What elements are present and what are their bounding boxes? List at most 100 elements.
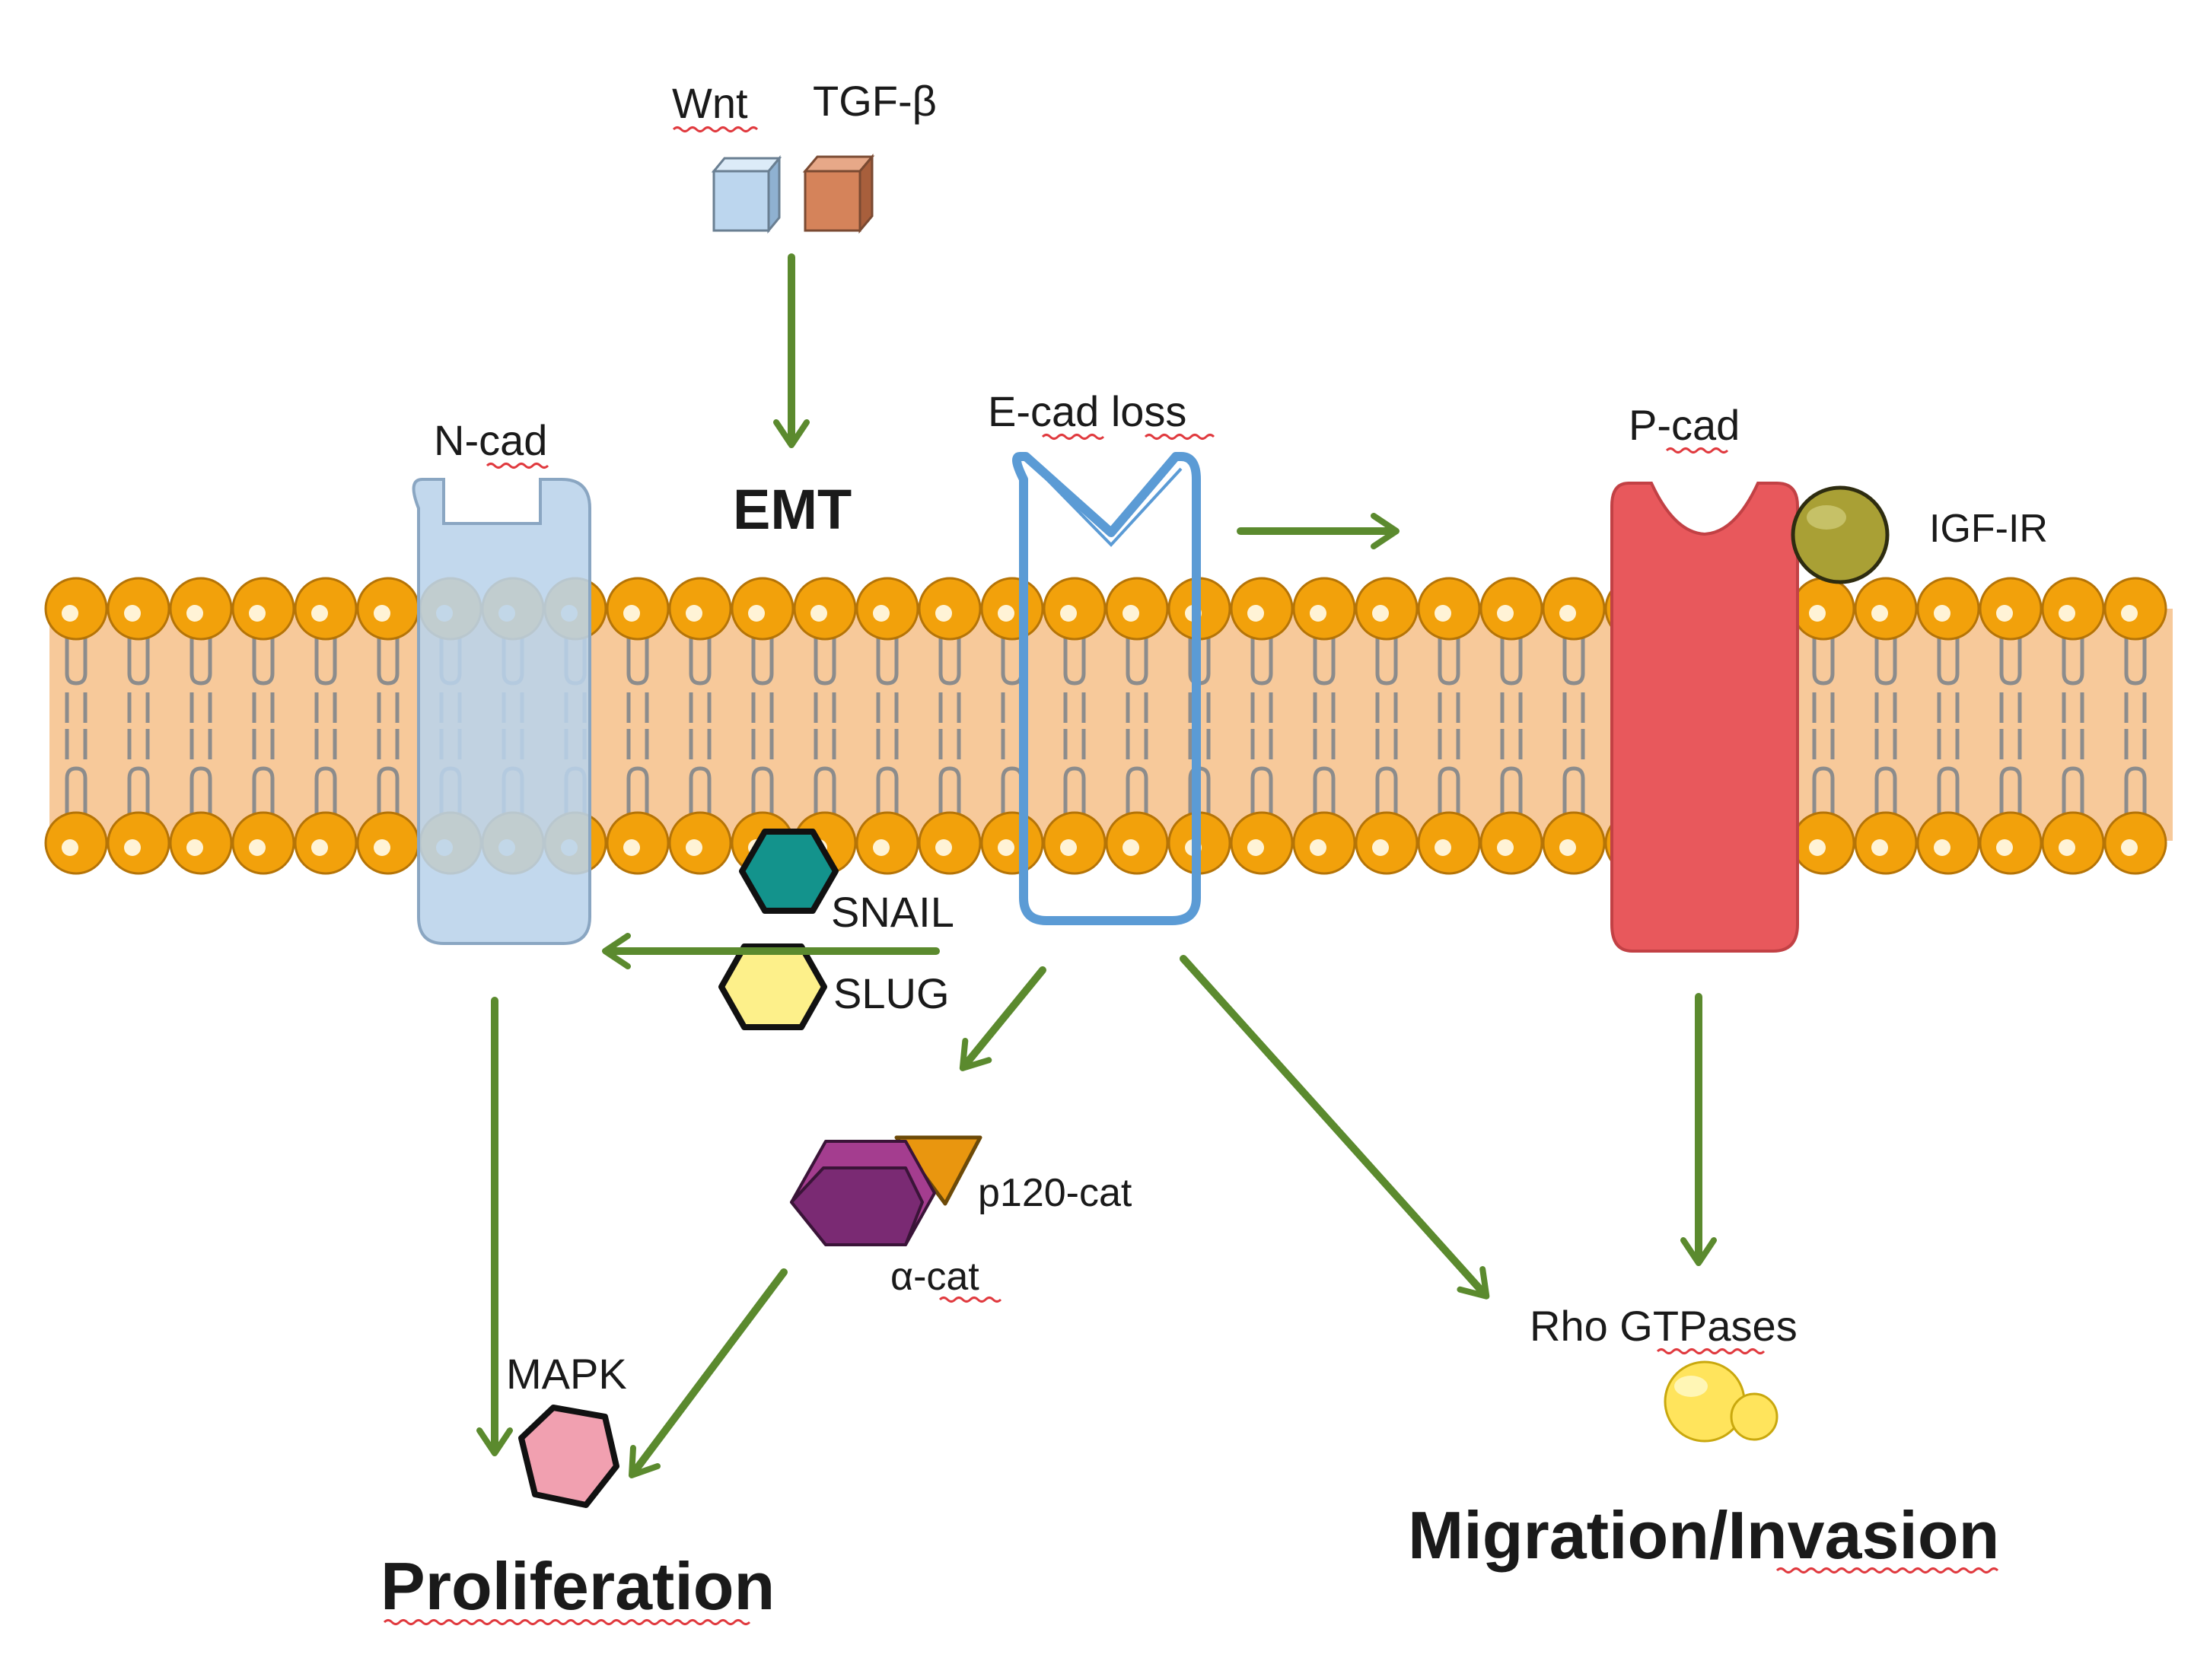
lipid-head-highlight [686, 605, 702, 622]
lipid-tail [2124, 638, 2147, 814]
alpha-cat-spellcheck-underline [938, 1297, 1002, 1303]
lipid-head-highlight [873, 839, 890, 856]
lipid-head-highlight [623, 605, 640, 622]
lipid-head-highlight [1871, 605, 1888, 622]
lipid-tail [65, 638, 88, 814]
proliferation-spellcheck-underline [383, 1619, 751, 1625]
lipid-head-highlight [810, 605, 827, 622]
lipid-head-highlight [1372, 605, 1389, 622]
lipid-head-highlight [935, 605, 952, 622]
lipid-head-highlight [62, 605, 78, 622]
lipid-head-highlight [374, 605, 390, 622]
lipid-head-highlight [311, 605, 328, 622]
lipid-head-highlight [1996, 605, 2013, 622]
lipid-tail [377, 638, 400, 814]
e-cad-spellcheck-underline [1041, 434, 1105, 440]
lipid-tail [1874, 638, 1897, 814]
lipid-head-highlight [1310, 605, 1326, 622]
membrane-core [49, 609, 2173, 841]
lipid-head-highlight [1123, 839, 1139, 856]
lipid-tail [314, 638, 337, 814]
lipid-tail [1937, 638, 1960, 814]
pathway-arrows [476, 253, 1717, 1479]
lipid-head-highlight [2121, 839, 2138, 856]
lipid-head-highlight [998, 839, 1014, 856]
arrow-ecad-to-rho [1180, 955, 1490, 1300]
p-cad-label: P-cad [1629, 401, 1740, 449]
lipid-head-highlight [124, 605, 141, 622]
lipid-tail [252, 638, 275, 814]
lipid-head-highlight [1247, 605, 1264, 622]
lipid-head-highlight [186, 605, 203, 622]
slug-label: SLUG [833, 969, 950, 1017]
rho-gtpases-icon [1664, 1360, 1779, 1443]
lipid-head-highlight [1871, 839, 1888, 856]
lipid-head-highlight [249, 839, 266, 856]
lipid-tail [2062, 638, 2084, 814]
lipid-tail [751, 638, 774, 814]
snail-hexagon-icon [739, 829, 839, 914]
lipid-head-highlight [62, 839, 78, 856]
lipid-tail [1063, 638, 1086, 814]
lipid-tail [814, 638, 836, 814]
mapk-label: MAPK [506, 1350, 627, 1398]
lipid-head-highlight [1497, 605, 1514, 622]
snail-label: SNAIL [831, 888, 954, 936]
lipid-head-highlight [1372, 839, 1389, 856]
lipid-head-highlight [374, 839, 390, 856]
lipid-head-highlight [1809, 839, 1826, 856]
invasion-spellcheck-underline [1775, 1567, 1999, 1573]
lipid-head-highlight [1559, 605, 1576, 622]
wnt-cube-icon [711, 154, 782, 234]
slug-hexagon-icon [718, 943, 827, 1030]
igf-ir-receptor [1791, 485, 1890, 584]
e-cad-loss-label: E-cad loss [988, 387, 1186, 435]
p-cad-spellcheck-underline [1665, 447, 1729, 453]
proliferation-label: Proliferation [381, 1548, 775, 1624]
lipid-head-highlight [2059, 605, 2075, 622]
lipid-tail [127, 638, 150, 814]
lipid-head-highlight [998, 605, 1014, 622]
lipid-head-highlight [1060, 605, 1077, 622]
lipid-head-highlight [1934, 839, 1950, 856]
lipid-head-highlight [1310, 839, 1326, 856]
lipid-tail [1438, 638, 1460, 814]
alpha-cat-label: α-cat [890, 1255, 979, 1299]
mapk-hexagon-icon [518, 1405, 619, 1508]
lipid-head-highlight [748, 605, 765, 622]
lipid-tail [1562, 638, 1585, 814]
lipid-tail [876, 638, 899, 814]
emt-label: EMT [733, 478, 852, 541]
lipid-tail [689, 638, 712, 814]
lipid-head-highlight [623, 839, 640, 856]
e-cad-receptor-outline [1012, 452, 1201, 925]
lipid-tail [1375, 638, 1398, 814]
arrow-catenins-to-mapk [629, 1268, 788, 1479]
lipid-head-highlight [1934, 605, 1950, 622]
alpha-cat-icon [790, 1140, 936, 1246]
lipid-tail [189, 638, 212, 814]
lipid-tail [1313, 638, 1336, 814]
lipid-head-highlight [124, 839, 141, 856]
p-cad-receptor [1610, 482, 1799, 953]
lipid-head-highlight [1497, 839, 1514, 856]
lipid-head-highlight [873, 605, 890, 622]
lipid-head-highlight [1435, 839, 1451, 856]
rho-gtpases-label: Rho GTPases [1530, 1302, 1798, 1350]
lipid-head-highlight [1809, 605, 1826, 622]
lipid-tail [1812, 638, 1835, 814]
cell-membrane [44, 577, 2173, 875]
lipid-head-highlight [2121, 605, 2138, 622]
wnt-label: Wnt [672, 79, 748, 127]
igf-ir-label: IGF-IR [1929, 507, 2048, 551]
n-cad-receptor [412, 478, 591, 945]
lipid-tail [1250, 638, 1273, 814]
migration-invasion-label: Migration/Invasion [1408, 1497, 1999, 1573]
n-cad-spellcheck-underline [486, 463, 549, 469]
lipid-heads-outer-leaflet [44, 577, 2167, 641]
lipid-head-highlight [2059, 839, 2075, 856]
lipid-head-highlight [1559, 839, 1576, 856]
loss-spellcheck-underline [1144, 434, 1215, 440]
